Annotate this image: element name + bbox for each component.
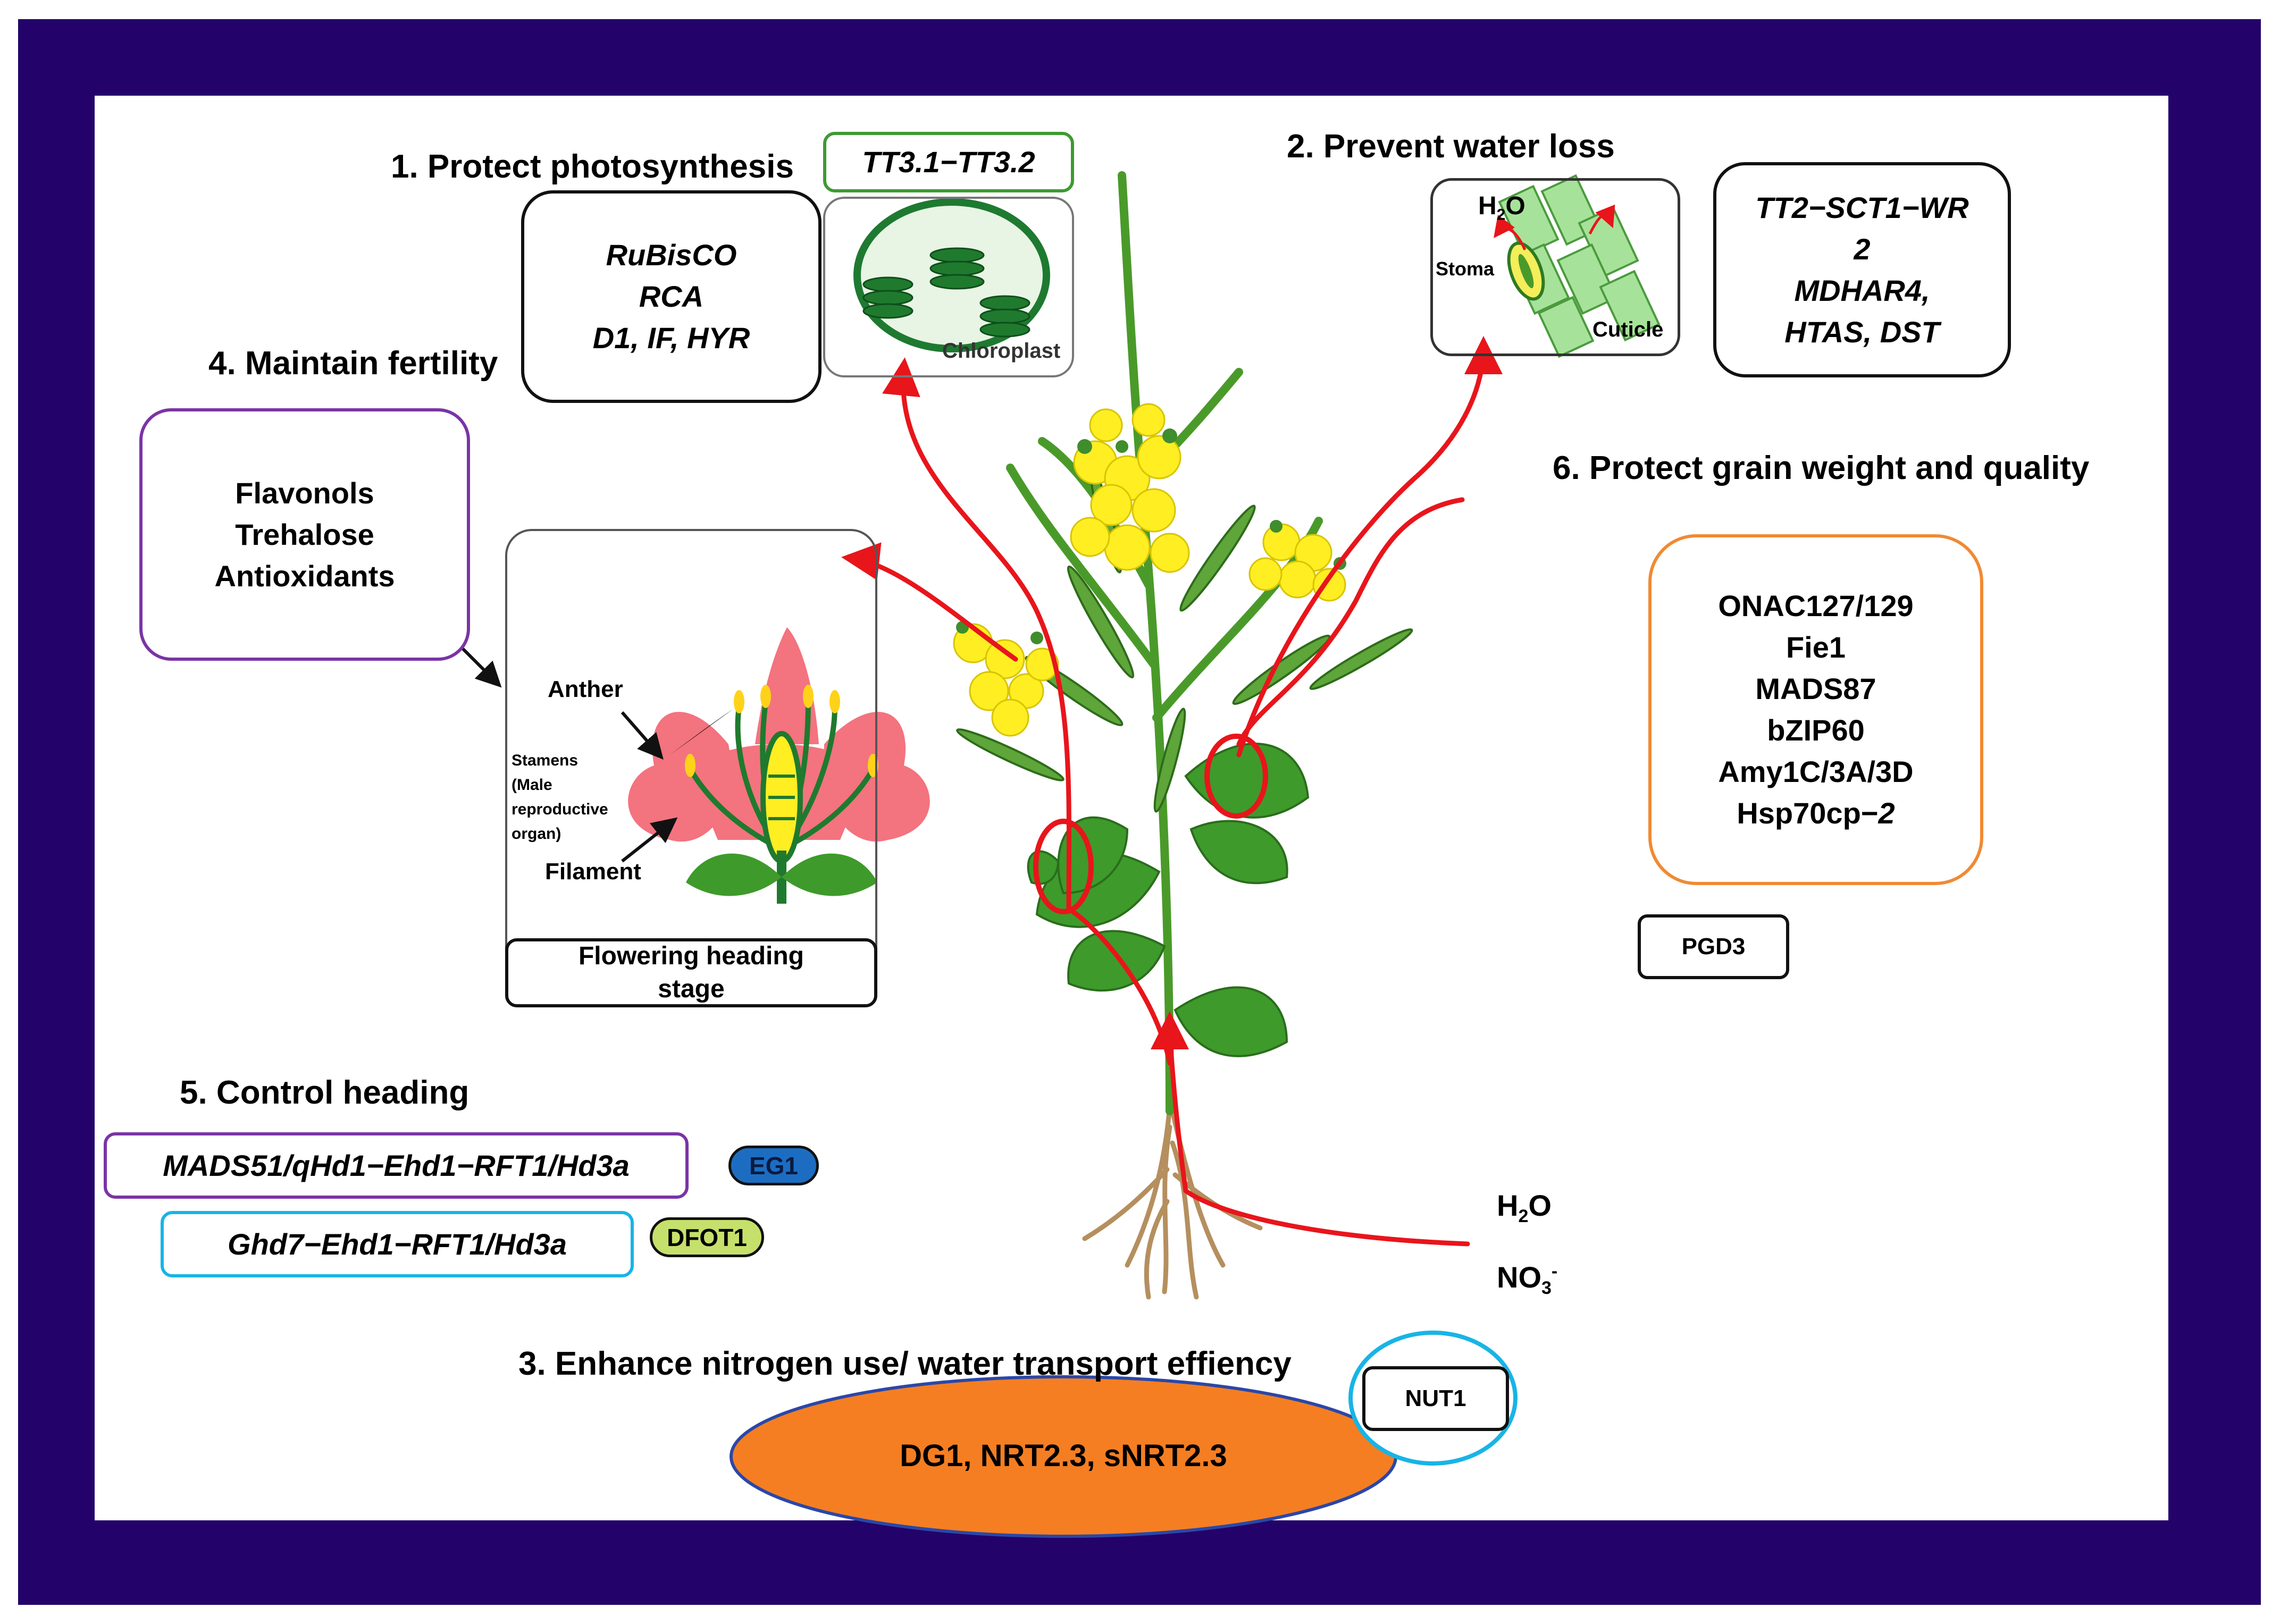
gene-hsp70cp2: Hsp70cp−2	[1737, 796, 1895, 830]
gene-onac127-129: ONAC127/129	[1718, 589, 1914, 622]
nut1-box: NUT1	[1362, 1366, 1509, 1431]
stage-line-2: stage	[658, 975, 725, 1003]
chloroplast-label: Chloroplast	[942, 339, 1061, 363]
gene-rca: RCA	[639, 280, 704, 313]
gene-d1-if-hyr: D1, IF, HYR	[592, 321, 750, 355]
tt3-label: TT3.1−TT3.2	[862, 145, 1035, 179]
heading-prevent-water-loss: 2. Prevent water loss	[1287, 128, 1615, 165]
chloroplast-panel	[823, 197, 1074, 377]
stoma-illustration	[1493, 174, 1661, 358]
stoma-h2o-label: H2O	[1478, 192, 1525, 224]
eg1-badge: EG1	[728, 1146, 819, 1185]
stamens-label: Stamens (Male reproductive organ)	[512, 752, 608, 843]
gene-rubisco: RuBisCO	[606, 238, 737, 272]
gene-mdhar4: MDHAR4,	[1794, 273, 1930, 307]
leaf-highlight-left	[1033, 819, 1094, 914]
flower-clusters	[953, 403, 1346, 737]
stoma-label: Stoma	[1436, 258, 1495, 280]
heading-maintain-fertility: 4. Maintain fertility	[208, 345, 498, 382]
root-h2o-label: H2O	[1497, 1189, 1552, 1227]
gene-amy1c: Amy1C/3A/3D	[1718, 755, 1914, 788]
seed-pods	[956, 468, 1413, 813]
dfot1-badge: DFOT1	[650, 1217, 764, 1257]
ghd7-pathway-box: Ghd7−Ehd1−RFT1/Hd3a	[161, 1211, 634, 1277]
nitrogen-genes-label: DG1, NRT2.3, sNRT2.3	[900, 1438, 1227, 1473]
flower-illustration	[628, 627, 930, 904]
leaf-highlight-right	[1204, 734, 1268, 819]
root-no3-label: NO3-	[1497, 1260, 1558, 1299]
gene-tt2-sct1-wr: TT2−SCT1−WR	[1755, 190, 1969, 224]
item-antioxidants: Antioxidants	[214, 559, 395, 593]
tt3-box: TT3.1−TT3.2	[823, 132, 1074, 192]
label-arrows	[461, 647, 678, 863]
anther-label: Anther	[548, 676, 623, 702]
nut1-label: NUT1	[1405, 1385, 1466, 1411]
cuticle-label: Cuticle	[1592, 318, 1664, 341]
flowering-stage-box: Flowering heading stage	[505, 938, 877, 1007]
red-arrows	[841, 336, 1503, 1247]
grain-genes-box: ONAC127/129 Fie1 MADS87 bZIP60 Amy1C/3A/…	[1648, 534, 1983, 885]
chloroplast-illustration	[853, 198, 1050, 352]
item-trehalose: Trehalose	[235, 517, 374, 551]
photosynthesis-genes-box: RuBisCO RCA D1, IF, HYR	[521, 190, 822, 403]
mads51-pathway-box: MADS51/qHd1−Ehd1−RFT1/Hd3a	[104, 1132, 689, 1199]
heading-protect-grain: 6. Protect grain weight and quality	[1553, 450, 2090, 486]
fertility-box: Flavonols Trehalose Antioxidants	[139, 408, 470, 661]
water-loss-genes-box: TT2−SCT1−WR 2 MDHAR4, HTAS, DST	[1713, 162, 2011, 377]
heading-protect-photosynthesis: 1. Protect photosynthesis	[391, 148, 794, 185]
gene-htas-dst: HTAS, DST	[1784, 315, 1940, 349]
gene-mads87: MADS87	[1755, 672, 1876, 705]
heading-control-heading: 5. Control heading	[180, 1074, 470, 1111]
plant-roots	[1082, 1103, 1263, 1300]
stoma-panel	[1430, 178, 1680, 356]
gene-bzip60: bZIP60	[1767, 713, 1865, 747]
mads51-pathway-label: MADS51/qHd1−Ehd1−RFT1/Hd3a	[163, 1148, 630, 1182]
gene-fie1: Fie1	[1786, 630, 1846, 664]
pgd3-box: PGD3	[1638, 914, 1789, 979]
item-flavonols: Flavonols	[235, 476, 374, 510]
stage-line-1: Flowering heading	[578, 942, 804, 970]
ghd7-pathway-label: Ghd7−Ehd1−RFT1/Hd3a	[228, 1227, 567, 1261]
heading-enhance-nitrogen: 3. Enhance nitrogen use/ water transport…	[518, 1345, 1292, 1382]
filament-label: Filament	[545, 859, 641, 885]
pgd3-label: PGD3	[1681, 933, 1746, 960]
gene-wr2-suffix: 2	[1854, 232, 1871, 266]
